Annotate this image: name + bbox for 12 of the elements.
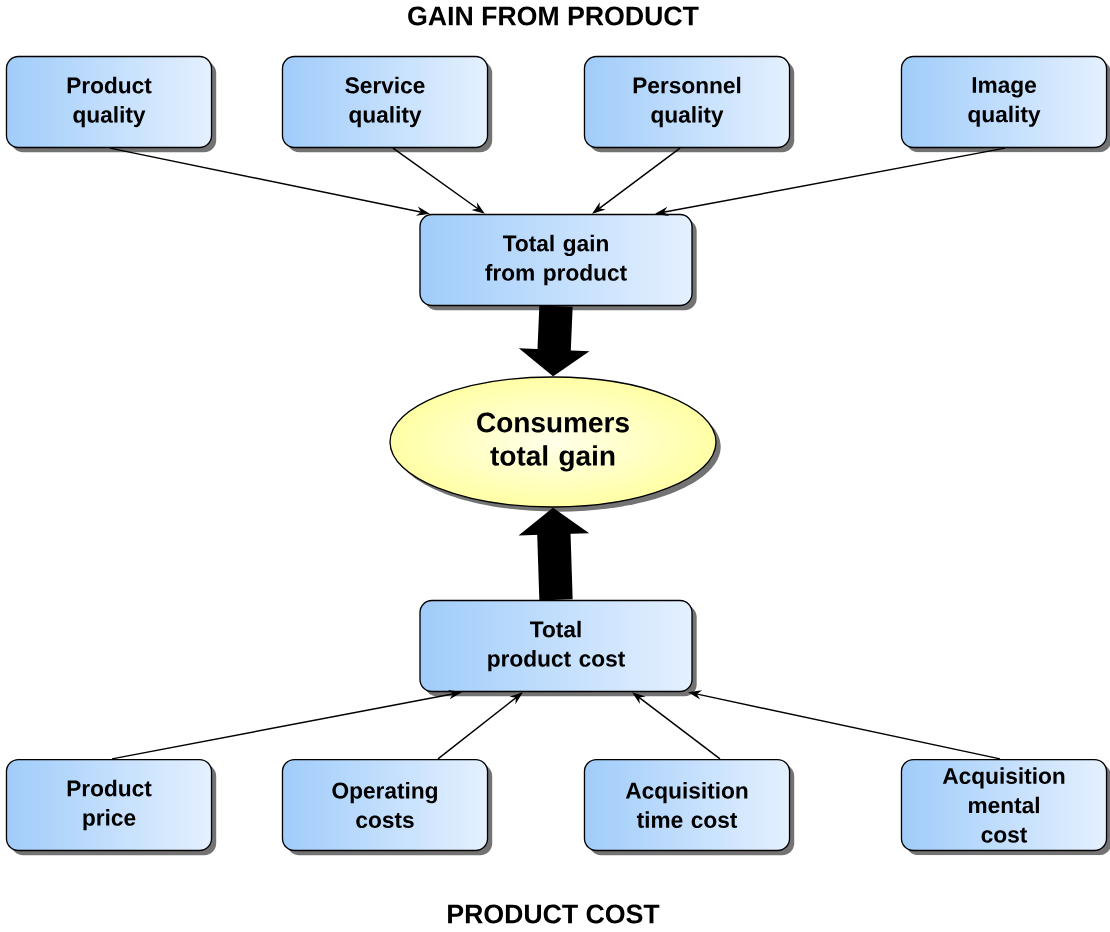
process-box: Total product cost bbox=[419, 599, 697, 697]
process-box: Image quality bbox=[900, 55, 1110, 153]
process-box: Acquisition time cost bbox=[583, 758, 795, 856]
process-box: Total gain from product bbox=[419, 213, 697, 311]
title: GAIN FROM PRODUCT bbox=[408, 6, 699, 26]
process-box: Service quality bbox=[281, 55, 493, 153]
process-box: Acquisition mental cost bbox=[900, 758, 1110, 856]
process-box: Operating costs bbox=[281, 758, 493, 856]
caption: PRODUCT COST bbox=[448, 904, 660, 924]
process-box: Personnel quality bbox=[583, 55, 795, 153]
process-box: Product quality bbox=[5, 55, 217, 153]
process-box: Product price bbox=[5, 758, 217, 856]
